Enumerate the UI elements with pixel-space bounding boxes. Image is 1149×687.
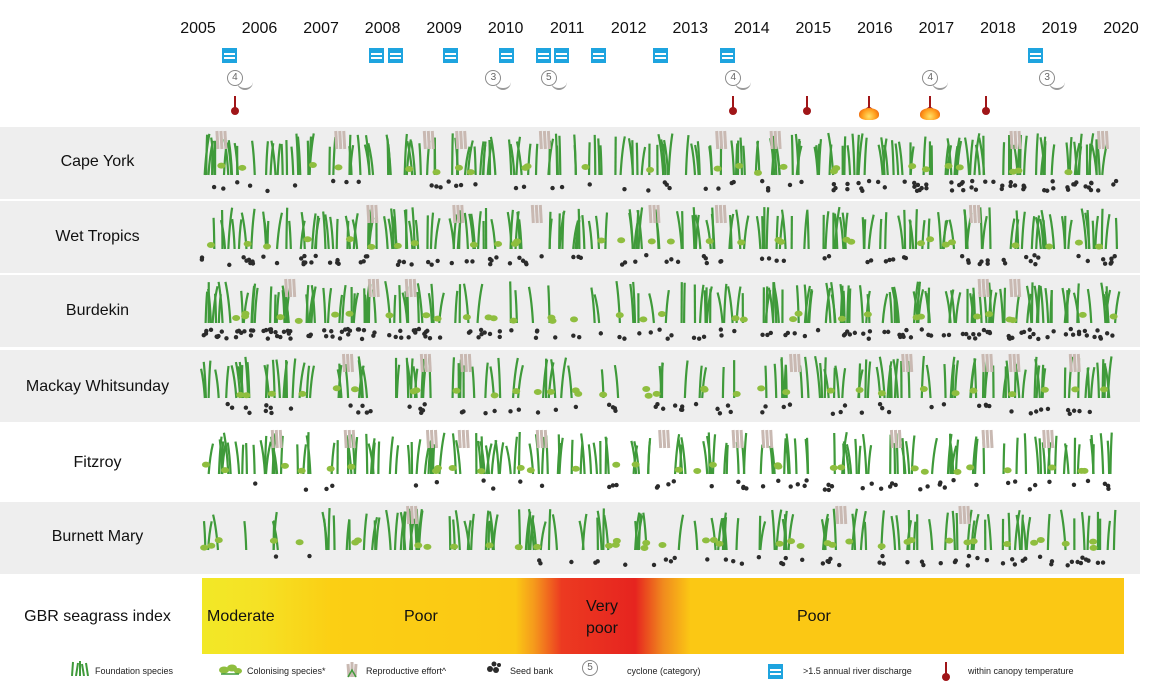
band-mackay-whitsunday: Mackay Whitsunday <box>0 350 1140 422</box>
cyclone-icon: 4 <box>226 70 253 90</box>
index-label-moderate: Moderate <box>207 608 275 625</box>
river-discharge-icon <box>443 48 459 63</box>
year-label: 2008 <box>364 20 401 37</box>
foundation-species-icon <box>71 661 89 676</box>
year-label: 2016 <box>857 20 893 37</box>
legend-seedbank: Seed bank <box>510 666 554 676</box>
cyclone-icon: 3 <box>485 70 512 90</box>
cyclone-icon: 3 <box>1039 70 1066 90</box>
cyclone-category: 4 <box>226 70 243 86</box>
legend-reproductive: Reproductive effort^ <box>366 666 447 676</box>
cyclone-category: 3 <box>1039 70 1056 86</box>
cyclone-icon: 4 <box>725 70 752 90</box>
thermometer-icon <box>803 96 812 115</box>
river-discharge-icon <box>369 48 385 63</box>
reproductive-effort-icon <box>346 662 358 678</box>
index-label-very: Very <box>585 598 618 615</box>
colonising-species-icon <box>219 664 242 675</box>
year-label: 2015 <box>795 20 832 37</box>
fire-icon <box>858 108 879 120</box>
cyclone-icon: 5 <box>540 70 567 90</box>
region-label: Cape York <box>60 153 135 170</box>
year-label: 2005 <box>180 20 216 37</box>
year-label: 2006 <box>241 20 278 37</box>
year-label: 2018 <box>980 20 1016 37</box>
index-label-poor: Poor <box>404 608 438 625</box>
river-discharge-icon <box>720 48 736 63</box>
year-label: 2007 <box>303 20 339 37</box>
cyclone-category: 5 <box>540 70 557 86</box>
seed-bank-icon <box>487 661 501 673</box>
river-discharge-icon <box>387 48 403 63</box>
cyclone-icon: 4 <box>922 70 949 90</box>
region-label: Mackay Whitsunday <box>25 378 170 395</box>
band-fitzroy: Fitzroy <box>0 426 1140 498</box>
river-discharge-icon <box>768 664 783 679</box>
region-label: Burnett Mary <box>51 528 144 545</box>
cyclone-category: 4 <box>922 70 939 86</box>
thermometer-icon <box>942 662 950 681</box>
year-label: 2013 <box>672 20 709 37</box>
seagrass-index-bar <box>202 578 1124 654</box>
cyclone-category: 3 <box>485 70 502 86</box>
year-label: 2009 <box>426 20 462 37</box>
river-discharge-icon <box>1027 48 1043 63</box>
river-discharge-icon <box>652 48 668 63</box>
region-label: Burdekin <box>65 302 130 319</box>
legend-colonising: Colonising species* <box>247 666 326 676</box>
band-wet-tropics: Wet Tropics <box>0 201 1140 273</box>
index-title: GBR seagrass index <box>24 608 171 625</box>
region-label: Wet Tropics <box>55 228 140 245</box>
region-label: Fitzroy <box>73 454 122 471</box>
thermometer-icon <box>981 96 990 115</box>
year-label: 2019 <box>1041 20 1078 37</box>
index-label-very-poor: poor <box>585 620 619 637</box>
cyclone-icon: 5 <box>582 660 602 676</box>
thermometer-icon <box>230 96 239 115</box>
legend-temperature: within canopy temperature <box>968 666 1074 676</box>
river-discharge-icon <box>535 48 551 63</box>
year-label: 2014 <box>734 20 770 37</box>
index-label-poor: Poor <box>797 608 831 625</box>
cyclone-category: 4 <box>725 70 742 86</box>
cyclone-category: 5 <box>582 660 598 676</box>
band-burnett-mary: Burnett Mary <box>0 502 1140 574</box>
legend-cyclone: cyclone (category) <box>627 666 701 676</box>
river-discharge-icon <box>221 48 237 63</box>
river-discharge-icon <box>590 48 606 63</box>
thermometer-icon <box>729 96 738 115</box>
fire-icon <box>920 108 941 120</box>
river-discharge-icon <box>554 48 570 63</box>
year-label: 2012 <box>610 20 647 37</box>
legend-foundation: Foundation species <box>95 666 174 676</box>
year-label: 2011 <box>549 20 585 37</box>
river-discharge-icon <box>498 48 514 63</box>
year-label: 2010 <box>487 20 524 37</box>
band-burdekin: Burdekin <box>0 275 1140 347</box>
legend-river: >1.5 annual river discharge <box>803 666 912 676</box>
band-cape-york: Cape York <box>0 127 1140 199</box>
year-label: 2020 <box>1103 20 1139 37</box>
year-label: 2017 <box>918 20 955 37</box>
